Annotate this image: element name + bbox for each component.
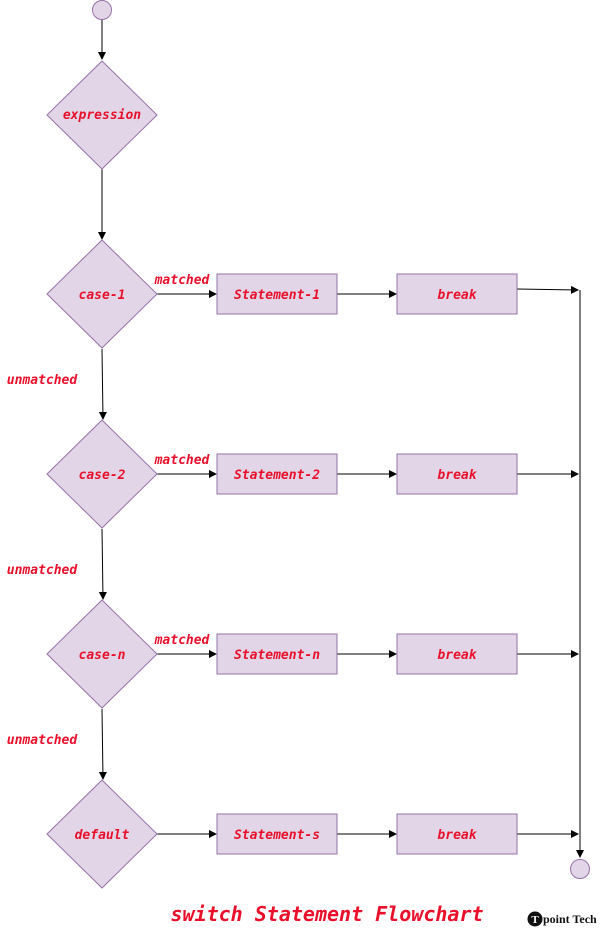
matched-label-n: matched — [154, 633, 211, 648]
casen-label: case-n — [79, 648, 126, 663]
end-node — [570, 859, 590, 879]
logo-mark-icon — [527, 911, 543, 927]
breakn-box — [396, 633, 518, 675]
statementn-box — [216, 633, 338, 675]
edge-case2-unmatched — [98, 528, 107, 600]
logo-text: point Tech — [543, 912, 597, 926]
break2-label: break — [437, 468, 477, 483]
statements-label: Statement-s — [234, 828, 320, 843]
case1-label: case-1 — [79, 288, 126, 303]
expression-diamond — [46, 60, 158, 170]
edge-case1-unmatched — [98, 348, 107, 420]
case2-diamond — [46, 419, 158, 529]
break2-box — [396, 453, 518, 495]
case2-label: case-2 — [79, 468, 126, 483]
breaks-label: break — [437, 828, 477, 843]
unmatched-label-1: unmatched — [7, 373, 79, 388]
expression-label: expression — [63, 108, 141, 123]
casen-diamond — [46, 599, 158, 709]
tpoint-tech-logo: T point Tech — [527, 911, 597, 927]
default-label: default — [75, 828, 130, 843]
default-diamond — [46, 779, 158, 889]
edge-break1-to-end — [516, 285, 579, 294]
statement1-box — [216, 273, 338, 315]
logo-mark-letter: T — [531, 914, 539, 926]
unmatched-label-2: unmatched — [7, 563, 79, 578]
breakn-label: break — [437, 648, 477, 663]
case1-diamond — [46, 239, 158, 349]
statements-box — [216, 813, 338, 855]
diagram-title: switch Statement Flowchart — [170, 902, 483, 926]
break1-label: break — [437, 288, 477, 303]
matched-label-2: matched — [154, 453, 211, 468]
statement2-box — [216, 453, 338, 495]
unmatched-label-3: unmatched — [7, 733, 79, 748]
start-node — [92, 0, 112, 20]
statement1-label: Statement-1 — [234, 288, 320, 303]
statement2-label: Statement-2 — [234, 468, 320, 483]
break1-box — [396, 273, 518, 315]
matched-label-1: matched — [154, 273, 211, 288]
edge-casen-unmatched — [98, 708, 107, 780]
statementn-label: Statement-n — [234, 648, 320, 663]
breaks-box — [396, 813, 518, 855]
